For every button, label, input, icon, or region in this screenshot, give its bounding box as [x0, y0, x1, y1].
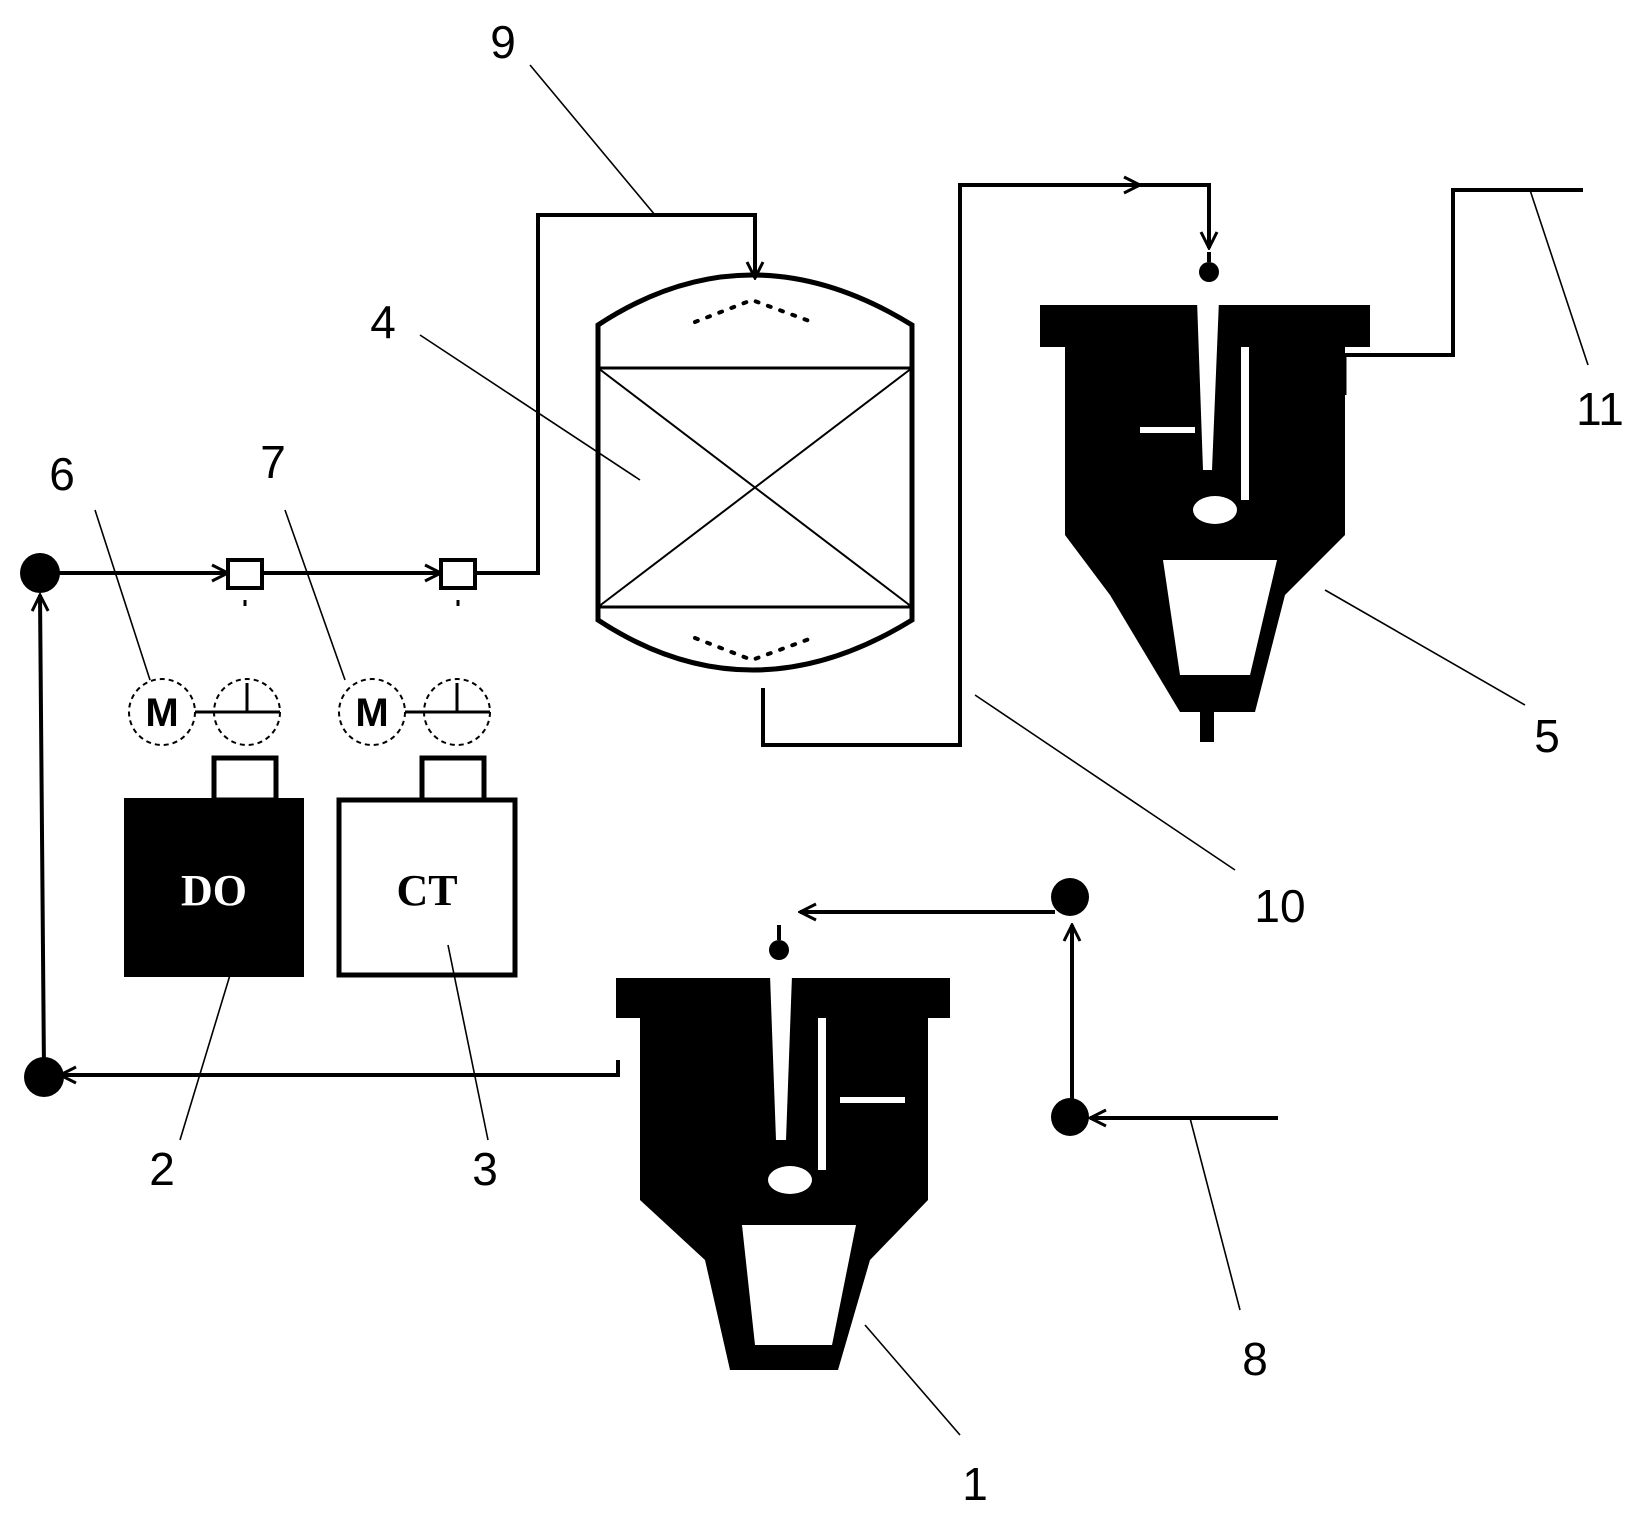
packed-reactor-4 [595, 272, 915, 673]
ct-tank-label: CT [396, 866, 457, 915]
mixer-6: M [128, 678, 281, 746]
pump-icon [24, 1057, 64, 1097]
callout-6: 6 [49, 448, 75, 500]
ct-dosing-tank-3: CT [336, 755, 518, 978]
callout-1: 1 [962, 1458, 988, 1510]
callout-5: 5 [1534, 710, 1560, 762]
do-dosing-tank-2: DO [124, 755, 304, 977]
callout-10: 10 [1254, 880, 1305, 932]
settling-tank-5 [1040, 252, 1370, 742]
callout-8: 8 [1242, 1333, 1268, 1385]
callout-4: 4 [370, 296, 396, 348]
callout-11: 11 [1576, 383, 1624, 435]
do-tank-label: DO [181, 866, 247, 915]
dosing-points [226, 558, 477, 606]
piping [40, 185, 1583, 1118]
motor-icon-7: M [355, 691, 388, 735]
mixer-7: M [338, 678, 491, 746]
callout-7: 7 [260, 436, 286, 488]
leader-lines [94, 64, 1589, 1436]
callout-2: 2 [149, 1143, 175, 1195]
pump-icon [1051, 1098, 1089, 1136]
callout-numbers: 9 4 6 7 2 3 5 10 11 8 1 [49, 16, 1624, 1510]
callout-3: 3 [472, 1143, 498, 1195]
pump-icon [20, 553, 60, 593]
settling-tank-1 [598, 925, 950, 1370]
motor-icon-6: M [145, 691, 178, 735]
callout-9: 9 [490, 16, 516, 68]
pump-icon [1051, 878, 1089, 916]
pumps [20, 553, 1089, 1136]
